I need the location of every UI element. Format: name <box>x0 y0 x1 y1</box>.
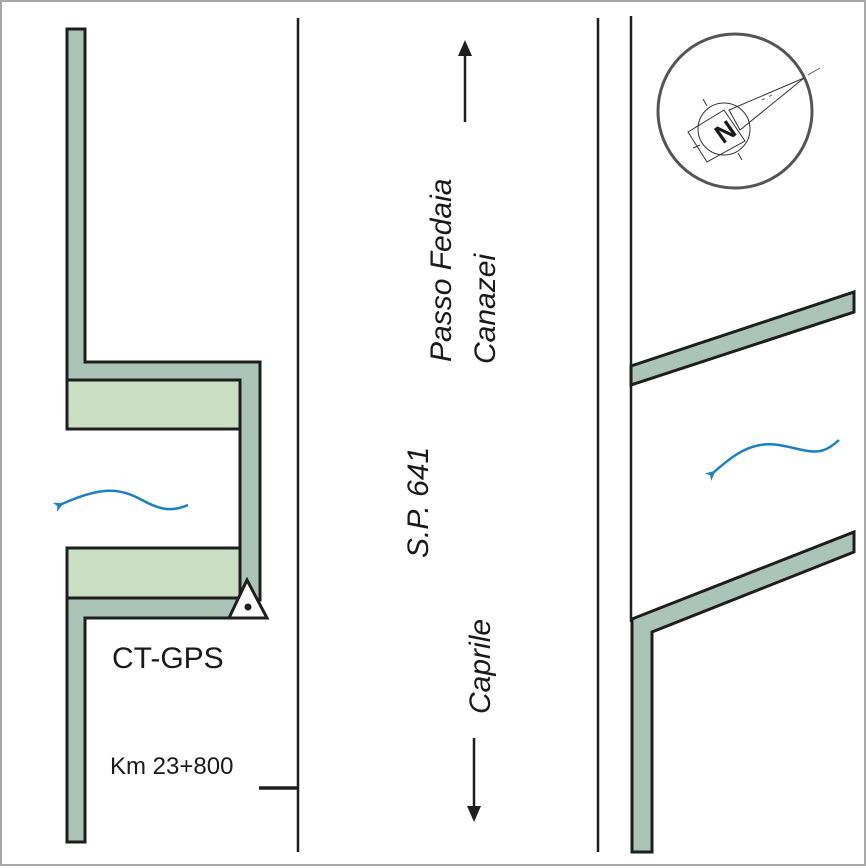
right-wall-upper <box>629 289 856 388</box>
water-flow-right-arrow <box>704 439 840 482</box>
compass: N <box>656 32 821 190</box>
culvert-slab-upper <box>65 378 242 431</box>
direction-north-line2: Canazei <box>469 253 502 364</box>
arrow-down-icon <box>467 738 481 822</box>
km-marker-label: Km 23+800 <box>110 753 233 780</box>
left-retaining-wall <box>65 27 262 844</box>
direction-south: Caprile <box>464 619 497 714</box>
station-label: CT-GPS <box>112 642 224 675</box>
direction-north-line1: Passo Fedaia <box>425 179 458 362</box>
left-wall-lower <box>65 596 244 844</box>
gps-station-marker[interactable] <box>226 576 270 620</box>
arrow-up-icon <box>458 40 472 122</box>
north-arrow-icon <box>728 77 805 131</box>
culvert-slab-lower <box>65 546 242 600</box>
water-flow-left-arrow <box>52 489 189 512</box>
right-wall-lower <box>630 529 856 854</box>
left-wall-upper <box>65 27 262 602</box>
road-name: S.P. 641 <box>402 447 435 558</box>
